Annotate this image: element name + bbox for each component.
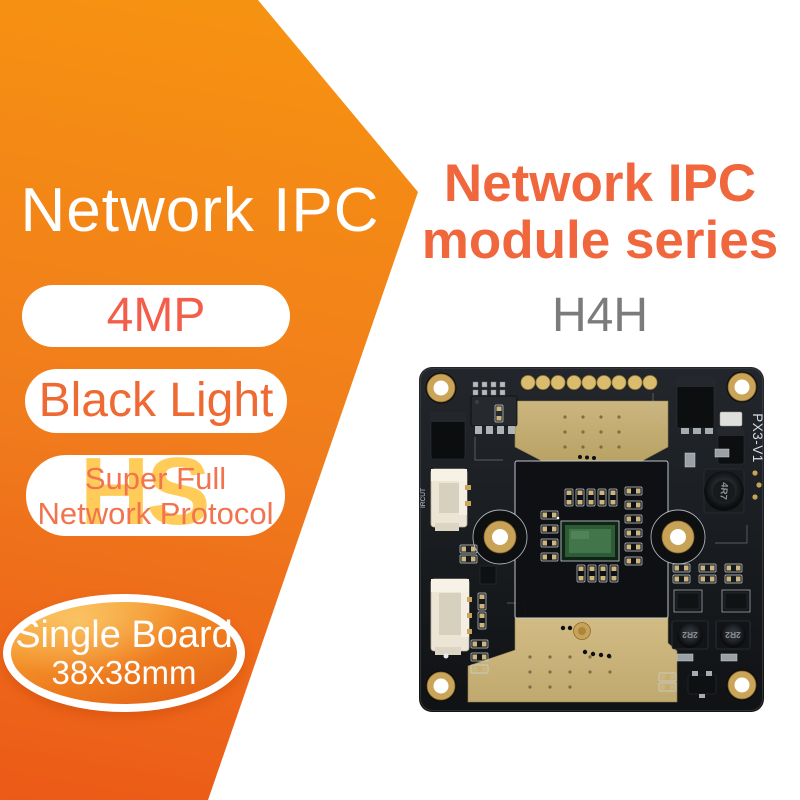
badge-network-protocol-text: Super Full Network Protocol xyxy=(26,461,285,531)
badge-black-light: Black Light xyxy=(25,369,287,433)
inductor-2r2-right: 2R2 xyxy=(715,620,751,650)
badge-4mp-label: 4MP xyxy=(106,289,206,342)
mount-hole-right xyxy=(650,509,706,565)
inductor-2r2-right-label: 2R2 xyxy=(725,630,741,640)
ircut-silkscreen-label: IRCUT xyxy=(420,488,427,508)
corner-holes xyxy=(425,371,758,702)
pcb-photo: PX3-V1 4R7 IRCUT xyxy=(415,365,765,755)
capacitors-upper-right xyxy=(684,448,730,468)
top-solder-pads xyxy=(520,375,658,390)
pcb-reflection xyxy=(419,712,765,755)
pin-header-pads xyxy=(472,381,506,396)
board-edge-highlight xyxy=(420,368,763,711)
hs-logo-watermark: HS xyxy=(80,438,210,545)
left-mid-components xyxy=(443,404,504,674)
sot23-pair xyxy=(673,589,751,613)
badge-black-light-label: Black Light xyxy=(38,374,274,427)
right-bottom-components: 2R2 2R2 xyxy=(658,563,751,698)
pcb-svg: PX3-V1 4R7 IRCUT xyxy=(415,367,765,755)
left-panel-title: Network IPC xyxy=(20,176,380,245)
protocol-line-2: Network Protocol xyxy=(37,496,274,531)
connector-ircut: IRCUT xyxy=(420,468,471,531)
inductor-2r2-left: 2R2 xyxy=(671,620,709,650)
badge-4mp: 4MP xyxy=(22,285,290,347)
badge-network-protocol xyxy=(26,455,285,536)
connector-power xyxy=(430,578,472,655)
transistor-bottom-right xyxy=(658,671,717,698)
soic8-chip xyxy=(470,395,518,434)
single-board-label: Single Board xyxy=(15,614,233,656)
pcb-board: PX3-V1 4R7 IRCUT xyxy=(419,367,765,712)
inductor-4r7-label: 4R7 xyxy=(717,482,729,500)
px3v1-silkscreen-label: PX3-V1 xyxy=(750,413,765,463)
copper-pour-top xyxy=(514,400,669,462)
model-number-label: H4H xyxy=(551,289,649,342)
gold-test-points xyxy=(752,470,762,500)
inductor-2r2-left-label: 2R2 xyxy=(682,630,698,640)
copper-pour-bottom xyxy=(467,616,678,703)
diode-right xyxy=(717,411,745,465)
right-title-line2: module series xyxy=(421,211,779,270)
inductor-4r7: 4R7 xyxy=(703,468,745,514)
board-size-badge: Single Board 38x38mm xyxy=(3,594,245,712)
board-dimensions-label: 38x38mm xyxy=(51,654,197,691)
right-title-line1: Network IPC xyxy=(443,154,757,213)
diode-left xyxy=(430,412,466,460)
transistor-top-right xyxy=(676,377,715,434)
protocol-line-1: Super Full xyxy=(84,461,227,496)
board-size-badge-inner: Single Board 38x38mm xyxy=(11,602,237,704)
mount-hole-left xyxy=(472,509,528,565)
image-sensor xyxy=(556,516,620,562)
